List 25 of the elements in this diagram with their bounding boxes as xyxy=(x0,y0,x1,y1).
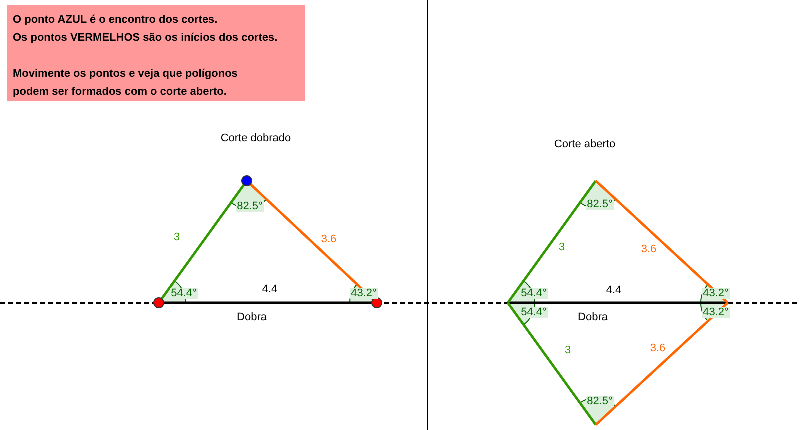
instruction-text: O ponto AZUL é o encontro dos cortes. xyxy=(13,13,219,28)
angle-label: 82.5° xyxy=(586,200,614,210)
figure-title: Corte aberto xyxy=(554,140,616,150)
instruction-text: Movimente os pontos e veja que polígonos podem ser formados com o corte aberto. xyxy=(13,67,239,100)
angle-label: 43.2° xyxy=(350,288,378,300)
angle-label: 54.4° xyxy=(170,288,198,300)
angle-label: 43.2° xyxy=(702,308,730,318)
angle-label: 54.4° xyxy=(520,308,548,318)
angle-label: 82.5° xyxy=(586,396,614,408)
length-label: 3 xyxy=(558,242,566,254)
length-label: 3 xyxy=(174,232,180,244)
length-label: 4.4 xyxy=(606,286,622,296)
length-label: 3 xyxy=(564,346,572,356)
length-label: 3.6 xyxy=(641,244,657,256)
fold-label: Dobra xyxy=(237,312,267,324)
fold-label: Dobra xyxy=(578,312,608,324)
length-label: 4.4 xyxy=(262,284,278,296)
note-box xyxy=(7,5,305,101)
length-label: 3.6 xyxy=(321,234,337,246)
instruction-text: Os pontos VERMELHOS são os inícios dos cortes. xyxy=(13,31,279,46)
angle-label: 82.5° xyxy=(236,202,264,212)
angle-label: 43.2° xyxy=(702,288,730,300)
angle-label: 54.4° xyxy=(520,288,548,300)
figure-title: Corte dobrado xyxy=(220,134,292,144)
length-label: 3.6 xyxy=(650,344,666,354)
